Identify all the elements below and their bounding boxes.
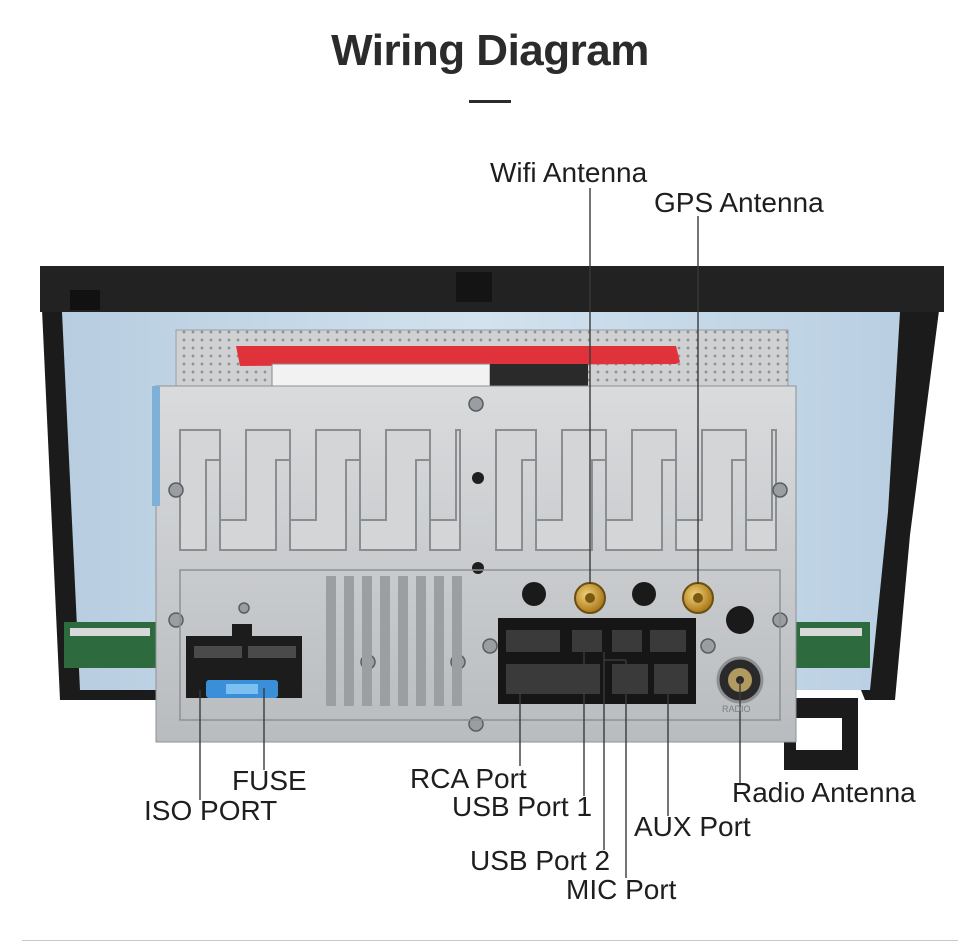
label-usb-port-2: USB Port 2: [470, 845, 611, 876]
label-usb-port-1: USB Port 1: [452, 791, 593, 822]
label-iso-port: ISO PORT: [144, 795, 278, 826]
label-gps-antenna: GPS Antenna: [654, 187, 824, 218]
vent-slots: [326, 576, 462, 706]
label-mic-port: MIC Port: [566, 874, 677, 905]
heatsink-right: [495, 429, 777, 551]
label-fuse: FUSE: [232, 765, 307, 796]
page-title: Wiring Diagram: [331, 26, 649, 75]
warning-sticker: [236, 346, 680, 366]
label-radio-antenna: Radio Antenna: [732, 777, 916, 808]
label-sticker: [271, 363, 491, 387]
label-rca-port: RCA Port: [410, 763, 527, 794]
leader-lines: [199, 188, 741, 878]
heatsink-left: [179, 429, 461, 551]
radio-mark: RADIO: [722, 704, 751, 714]
lower-panel: [179, 569, 781, 721]
bottom-divider: [22, 940, 958, 941]
label-aux-port: AUX Port: [634, 811, 751, 842]
label-wifi-antenna: Wifi Antenna: [490, 157, 648, 188]
title-underline: [469, 100, 511, 103]
